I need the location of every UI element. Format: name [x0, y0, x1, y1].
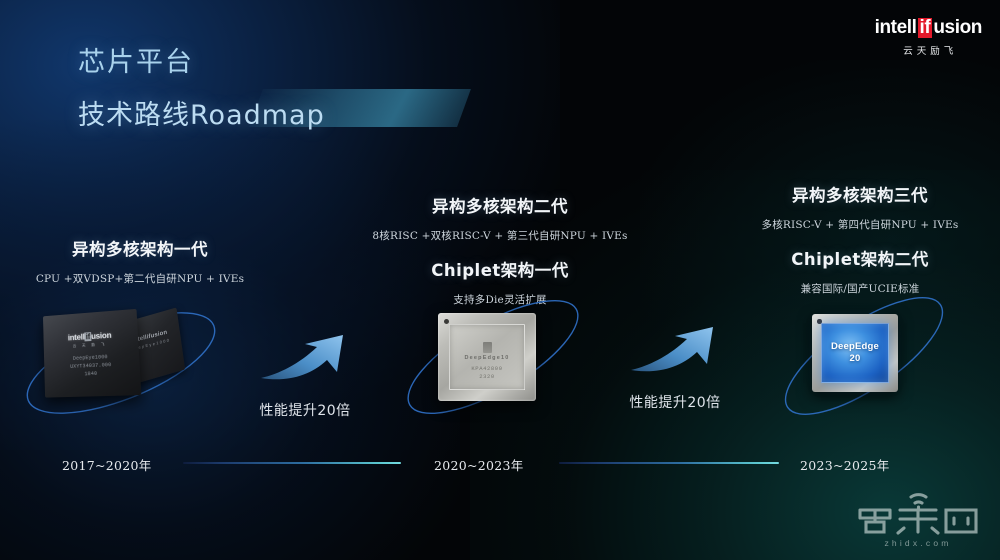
chip-stage-1: intellifusion DeepEye1000 intellifusion …: [18, 300, 238, 435]
up-arrow-icon: [631, 327, 713, 372]
column-1-heading: 异构多核架构一代: [72, 240, 208, 259]
timeline-period-1: 2017~2020年: [62, 458, 152, 473]
column-2-text: 异构多核架构二代 8核RISC +双核RISC-V + 第三代自研NPU + I…: [345, 193, 655, 307]
timeline-period-2: 2020~2023年: [434, 458, 524, 473]
chip-1-codes: DeepEye1000 UXYT34037.000 1840: [44, 352, 140, 380]
logo-word-highlight: if: [917, 17, 933, 39]
performance-arrow-2: 性能提升20倍: [600, 322, 750, 412]
chip-stage-3: DeepEdge 20: [778, 297, 973, 428]
timeline: 2017~2020年 2020~2023年 2023~2025年: [0, 455, 1000, 479]
chip-2-lot: 2320: [479, 373, 495, 381]
chip-2-die: DeepEdge10 KPA42800 2320: [449, 324, 525, 390]
timeline-connector-2: [559, 462, 779, 464]
up-arrow-icon: [261, 335, 343, 380]
timeline-connector-1: [183, 462, 401, 464]
column-2-heading-2: Chiplet架构一代: [431, 261, 569, 280]
watermark-url: zhidx.com: [884, 538, 952, 548]
column-3-subheading-2: 兼容国际/国产UCIE标准: [800, 283, 920, 295]
chip-stage-2: DeepEdge10 KPA42800 2320: [398, 295, 603, 430]
title-line-2: 技术路线Roadmap: [78, 100, 325, 131]
chip-3-pin1-marker: [817, 319, 822, 324]
logo-word-part1: intell: [874, 17, 917, 38]
performance-arrow-1: 性能提升20倍: [230, 330, 380, 420]
chip-2-logo-mark-icon: [482, 342, 492, 353]
performance-arrow-2-label: 性能提升20倍: [629, 395, 721, 411]
page-title: 芯片平台 技术路线Roadmap: [78, 40, 471, 135]
chip-2-package: DeepEdge10 KPA42800 2320: [438, 313, 536, 401]
column-1-subheading: CPU +双VDSP+第二代自研NPU + IVEs: [35, 273, 245, 285]
chip-2-codes: KPA42800 2320: [450, 365, 524, 382]
column-1-text: 异构多核架构一代 CPU +双VDSP+第二代自研NPU + IVEs: [0, 236, 280, 286]
column-3-text: 异构多核架构三代 多核RISC-V + 第四代自研NPU + IVEs Chip…: [720, 182, 1000, 296]
chip-3-model-number: 20: [849, 353, 861, 364]
chip-3-die: DeepEdge 20: [821, 323, 889, 383]
chip-3-package: DeepEdge 20: [812, 314, 898, 392]
column-2-subheading-2: 支持多Die灵活扩展: [453, 294, 547, 306]
watermark: zhidx.com: [854, 490, 982, 548]
chip-3-model: DeepEdge: [830, 341, 880, 353]
title-line-2-wrap: 技术路线Roadmap: [78, 89, 471, 135]
logo-word-part2: usion: [933, 17, 982, 38]
timeline-period-3: 2023~2025年: [800, 458, 890, 473]
column-3-subheading: 多核RISC-V + 第四代自研NPU + IVEs: [761, 219, 959, 231]
chip-3-label: DeepEdge 20: [831, 341, 879, 364]
column-3-heading-2: Chiplet架构二代: [791, 250, 929, 269]
chip-2-model: DeepEdge10: [464, 355, 510, 361]
chip-2-pin1-marker: [444, 319, 449, 324]
column-2-heading: 异构多核架构二代: [432, 197, 568, 216]
performance-arrow-1-label: 性能提升20倍: [259, 403, 351, 419]
column-2-subheading: 8核RISC +双核RISC-V + 第三代自研NPU + IVEs: [372, 230, 628, 242]
chip-1-primary: intellifusion 云 天 励 飞 DeepEye1000 UXYT34…: [42, 308, 142, 398]
title-line-1: 芯片平台: [78, 47, 194, 78]
logo-chinese-name: 云天励飞: [903, 46, 958, 58]
zhidx-logo-icon: [858, 493, 978, 535]
column-3-heading: 异构多核架构三代: [792, 186, 928, 205]
chip-2-code: KPA42800: [471, 365, 503, 372]
